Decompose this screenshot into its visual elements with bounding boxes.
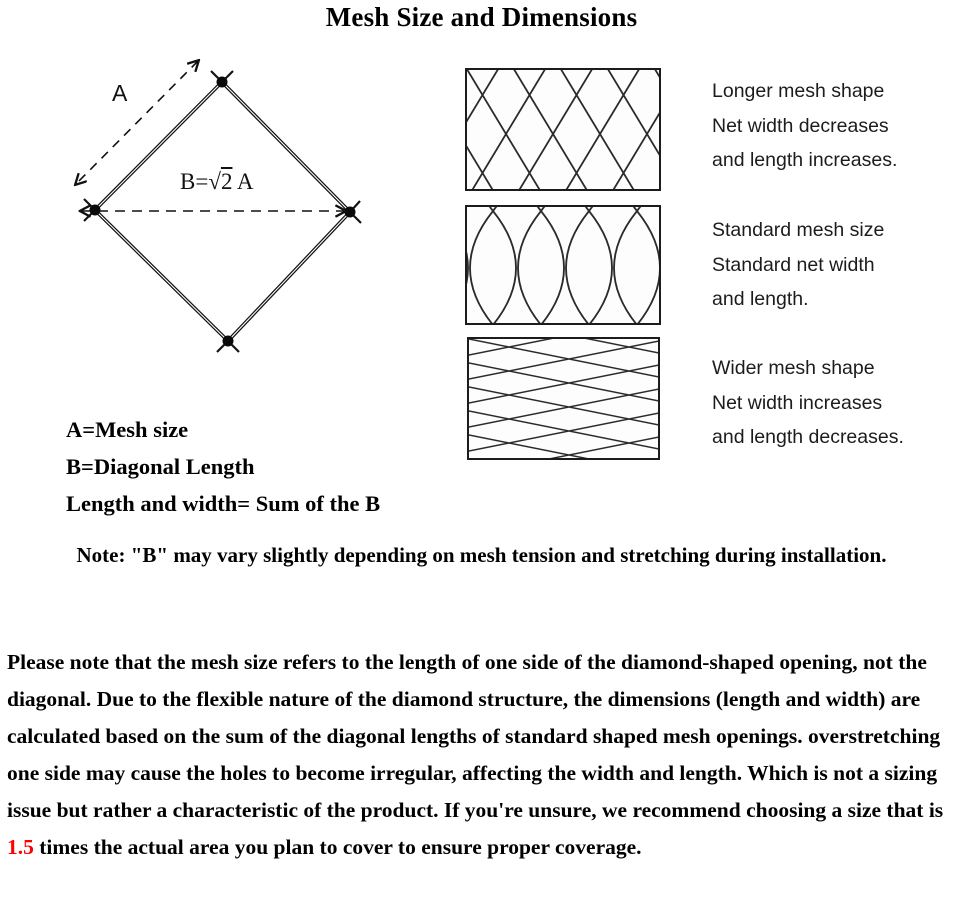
legend-line-diagonal: B=Diagonal Length	[66, 454, 255, 479]
sqrt-icon: √	[208, 169, 221, 194]
sizing-explanation: Please note that the mesh size refers to…	[7, 644, 957, 866]
mesh-size-label: A	[112, 80, 128, 106]
standard-mesh-description: Standard mesh size Standard net width an…	[712, 213, 884, 317]
description-line: Wider mesh shape	[712, 357, 875, 379]
mesh-sample-wider	[467, 337, 660, 460]
legend-line-sum: Length and width= Sum of the B	[66, 491, 381, 516]
mesh-sample-longer	[465, 68, 661, 191]
diagram-legend: A=Mesh size B=Diagonal Length Length and…	[66, 411, 380, 522]
dimension-a-line	[76, 61, 198, 184]
description-line: and length decreases.	[712, 426, 904, 448]
description-line: and length.	[712, 288, 809, 310]
wider-mesh-description: Wider mesh shape Net width increases and…	[712, 351, 904, 455]
description-line: and length increases.	[712, 149, 898, 171]
description-line: Longer mesh shape	[712, 80, 885, 102]
mesh-sample-standard	[465, 205, 661, 325]
diagonal-formula-label: B=√2 A	[180, 169, 254, 195]
tension-note: Note: "B" may vary slightly depending on…	[76, 543, 887, 567]
formula-radicand: 2	[220, 169, 233, 194]
standard-mesh-pattern	[467, 207, 659, 323]
legend-line-mesh-size: A=Mesh size	[66, 417, 189, 442]
paragraph-text-after: times the actual area you plan to cover …	[33, 835, 642, 859]
formula-prefix: B=	[180, 169, 209, 194]
description-line: Net width increases	[712, 391, 883, 414]
longer-mesh-pattern	[467, 70, 659, 189]
description-line: Standard net width	[712, 253, 875, 276]
paragraph-text-before: Please note that the mesh size refers to…	[7, 650, 944, 822]
coverage-factor-highlight: 1.5	[7, 835, 34, 859]
wider-mesh-pattern	[469, 339, 658, 458]
formula-suffix: A	[232, 169, 254, 194]
description-line: Net width decreases	[712, 114, 889, 137]
longer-mesh-description: Longer mesh shape Net width decreases an…	[712, 74, 897, 178]
mesh-diamond-diagram	[55, 45, 362, 353]
page-title: Mesh Size and Dimensions	[325, 2, 638, 32]
description-line: Standard mesh size	[712, 219, 885, 241]
